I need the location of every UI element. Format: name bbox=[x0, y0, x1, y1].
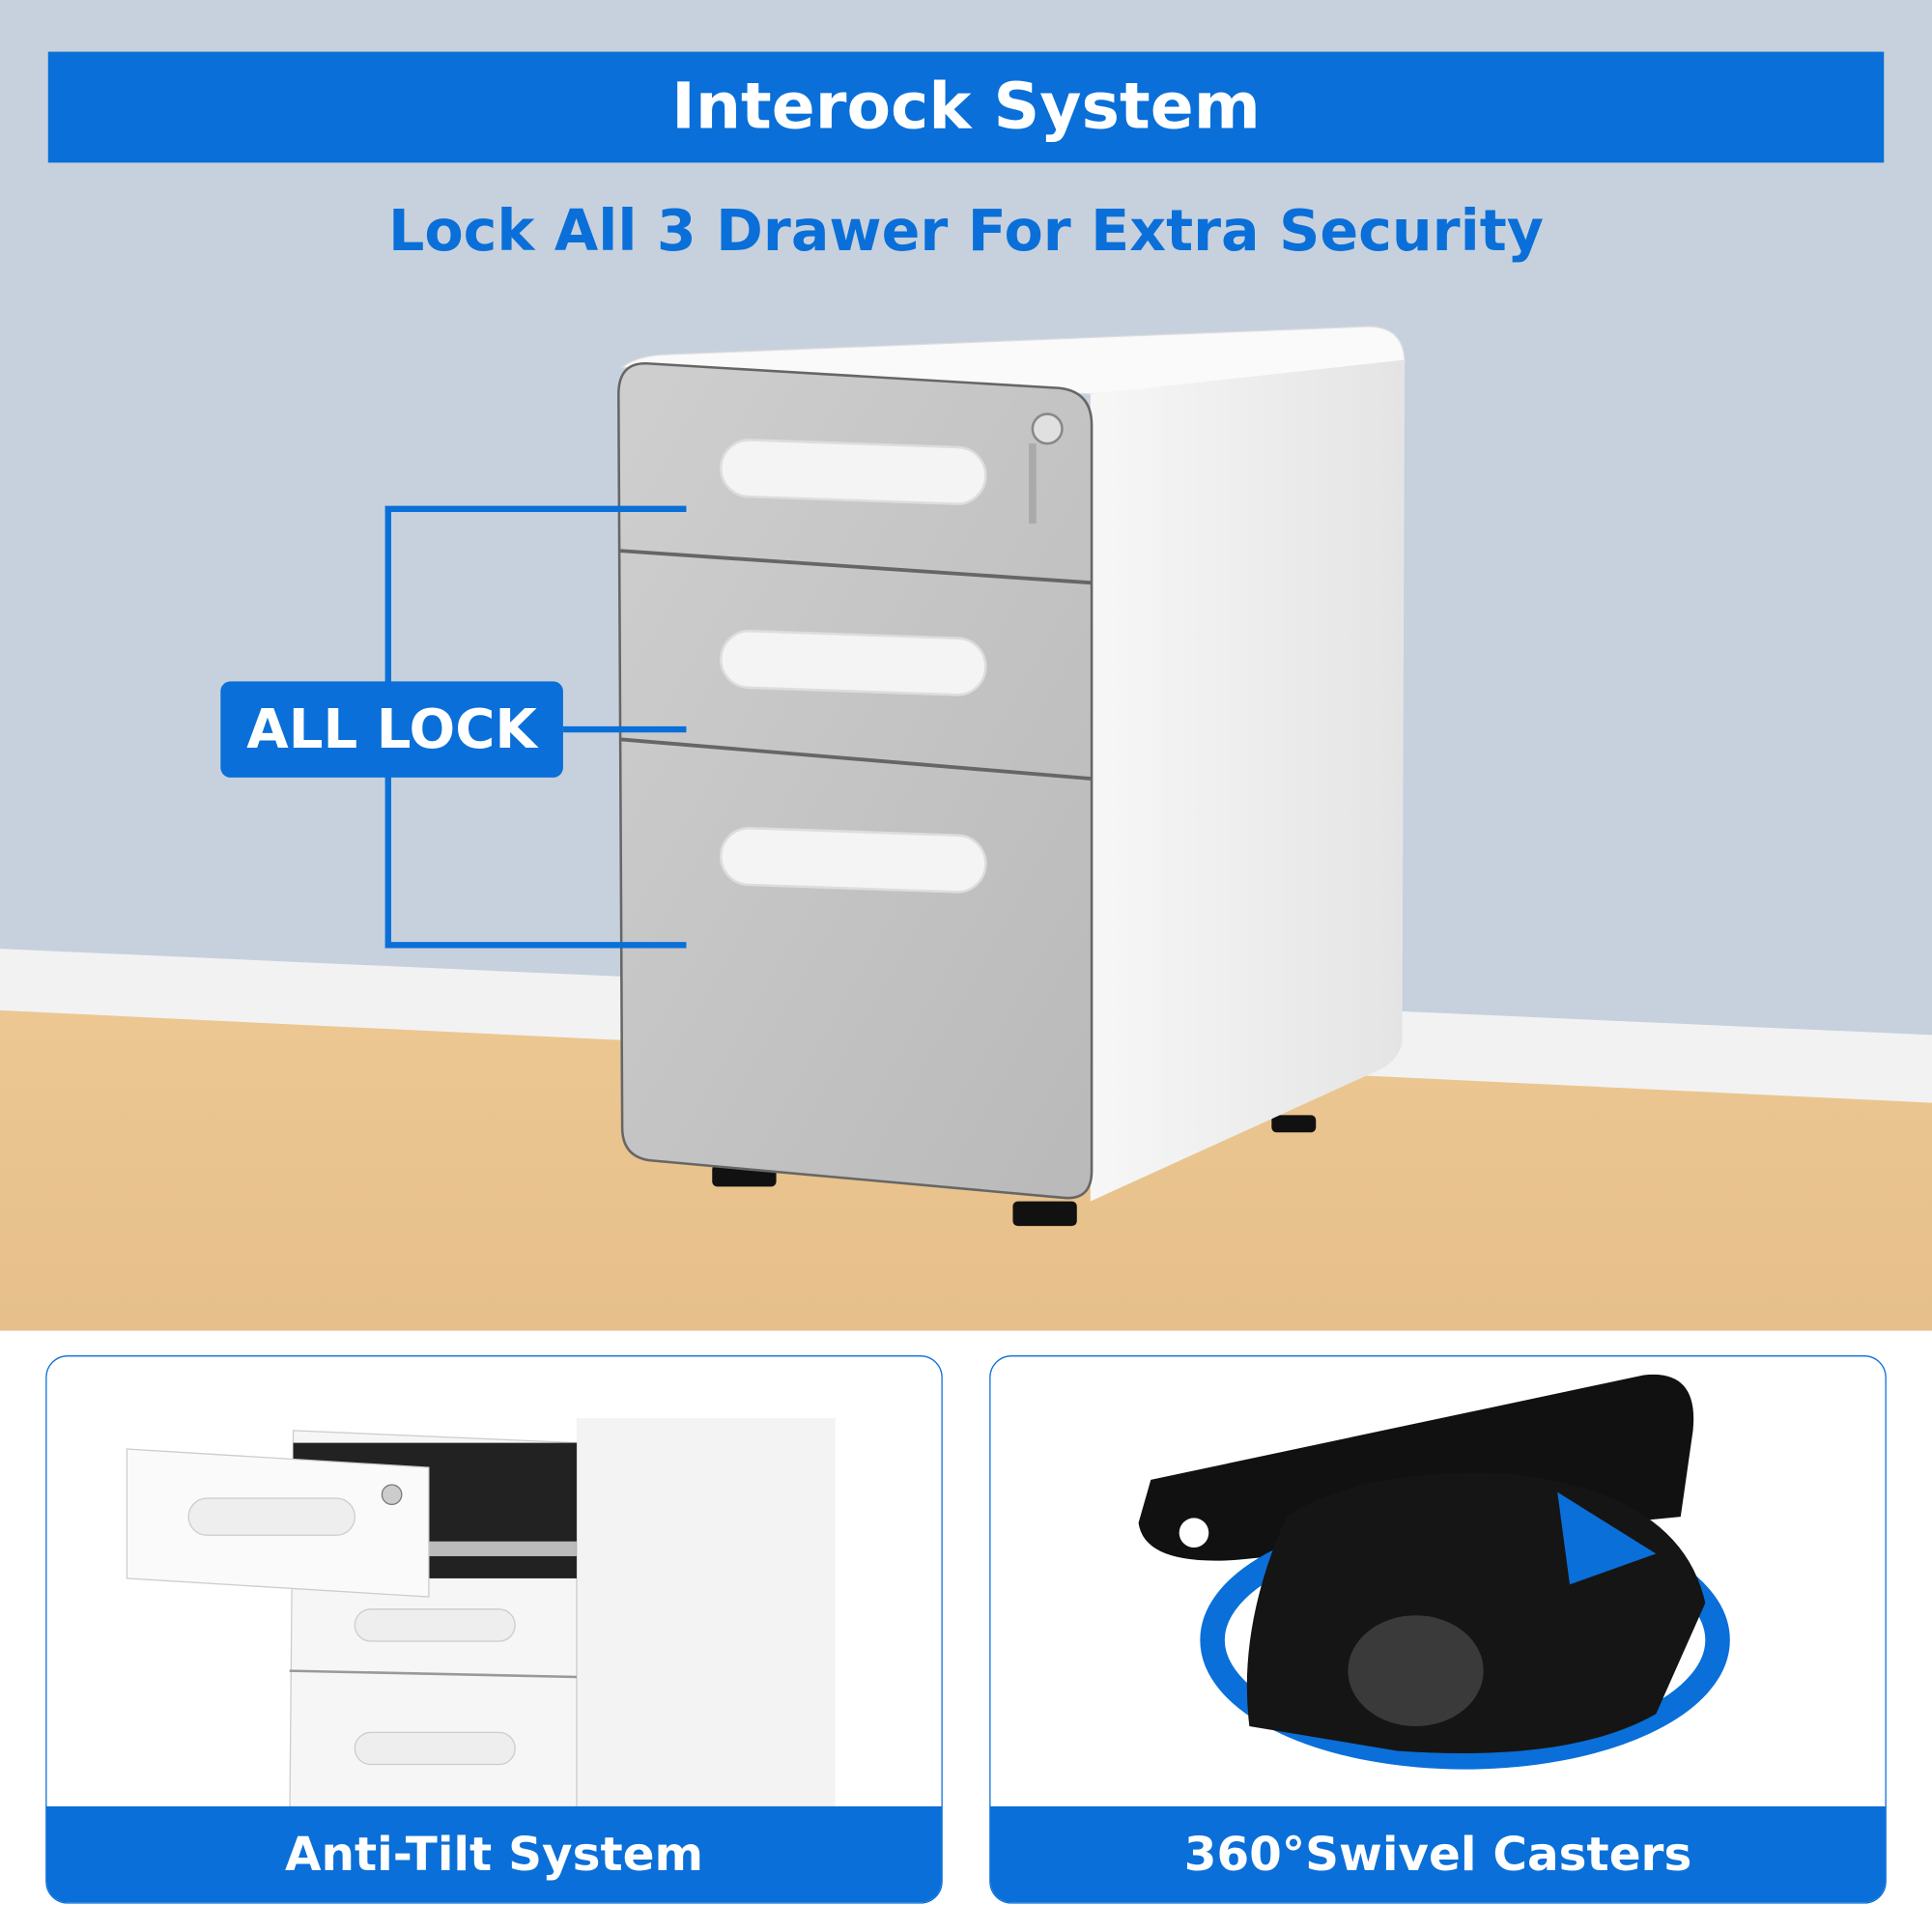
lock-icon bbox=[1029, 412, 1064, 525]
feature-panel-anti-tilt: Anti-Tilt System bbox=[45, 1355, 943, 1904]
caster-illustration bbox=[1138, 1374, 1730, 1770]
drawer-divider bbox=[619, 549, 1093, 585]
header-banner: Interock System bbox=[47, 51, 1885, 163]
anti-tilt-label: Anti-Tilt System bbox=[46, 1805, 942, 1903]
anti-tilt-illustration bbox=[126, 1418, 836, 1838]
cabinet-front bbox=[617, 361, 1094, 1200]
feature-panel-swivel-casters: 360°Swivel Casters bbox=[989, 1355, 1887, 1904]
drawer-handle bbox=[719, 629, 987, 696]
all-lock-badge: ALL LOCK bbox=[220, 681, 563, 778]
cabinet-foot bbox=[1012, 1201, 1077, 1227]
drawer-divider bbox=[619, 737, 1093, 781]
cabinet-side bbox=[1090, 359, 1406, 1202]
drawer-handle bbox=[719, 826, 987, 894]
cabinet-foot bbox=[1271, 1115, 1317, 1133]
drawer-handle bbox=[719, 439, 987, 505]
swivel-casters-label: 360°Swivel Casters bbox=[990, 1805, 1886, 1903]
page-title: Interock System bbox=[671, 70, 1261, 145]
subtitle: Lock All 3 Drawer For Extra Security bbox=[387, 197, 1545, 264]
